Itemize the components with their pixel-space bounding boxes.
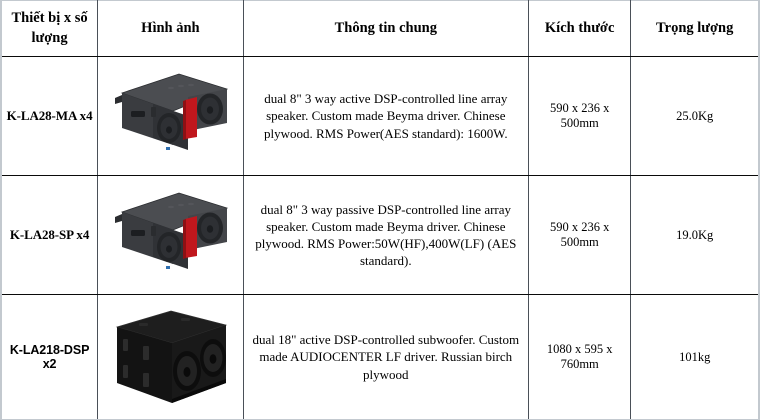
column-header-image: Hình ảnh — [97, 0, 244, 57]
product-weight-cell: 25.0Kg — [630, 56, 760, 176]
column-header-device: Thiết bị x số lượng — [0, 0, 99, 57]
product-image-cell — [97, 294, 244, 420]
column-header-weight: Trọng lượng — [630, 0, 760, 57]
table-row: K-LA28-SP x4 — [0, 175, 760, 295]
device-name-cell: K-LA28-SP x4 — [0, 175, 99, 295]
table-row: K-LA218-DSP x2 — [0, 294, 760, 420]
column-header-size: Kích thước — [527, 0, 632, 57]
table-row: K-LA28-MA x4 — [0, 56, 760, 176]
device-name-cell: K-LA28-MA x4 — [0, 56, 99, 176]
product-size-cell: 590 x 236 x 500mm — [527, 175, 632, 295]
product-image-cell — [97, 175, 244, 295]
product-info-cell: dual 8" 3 way passive DSP-controlled lin… — [242, 175, 529, 295]
line-array-speaker-icon — [115, 192, 229, 269]
line-array-speaker-icon — [115, 73, 229, 150]
column-header-info: Thông tin chung — [242, 0, 529, 57]
product-weight-cell: 19.0Kg — [630, 175, 760, 295]
subwoofer-cabinet-icon — [116, 310, 228, 403]
product-size-cell: 1080 x 595 x 760mm — [527, 294, 632, 420]
product-image-cell — [97, 56, 244, 176]
table-header-row: Thiết bị x số lượng Hình ảnh Thông tin c… — [0, 0, 760, 57]
product-info-cell: dual 18" active DSP-controlled subwoofer… — [242, 294, 529, 420]
product-weight-cell: 101kg — [630, 294, 760, 420]
product-info-cell: dual 8" 3 way active DSP-controlled line… — [242, 56, 529, 176]
product-size-cell: 590 x 236 x 500mm — [527, 56, 632, 176]
device-name-cell: K-LA218-DSP x2 — [0, 294, 99, 420]
